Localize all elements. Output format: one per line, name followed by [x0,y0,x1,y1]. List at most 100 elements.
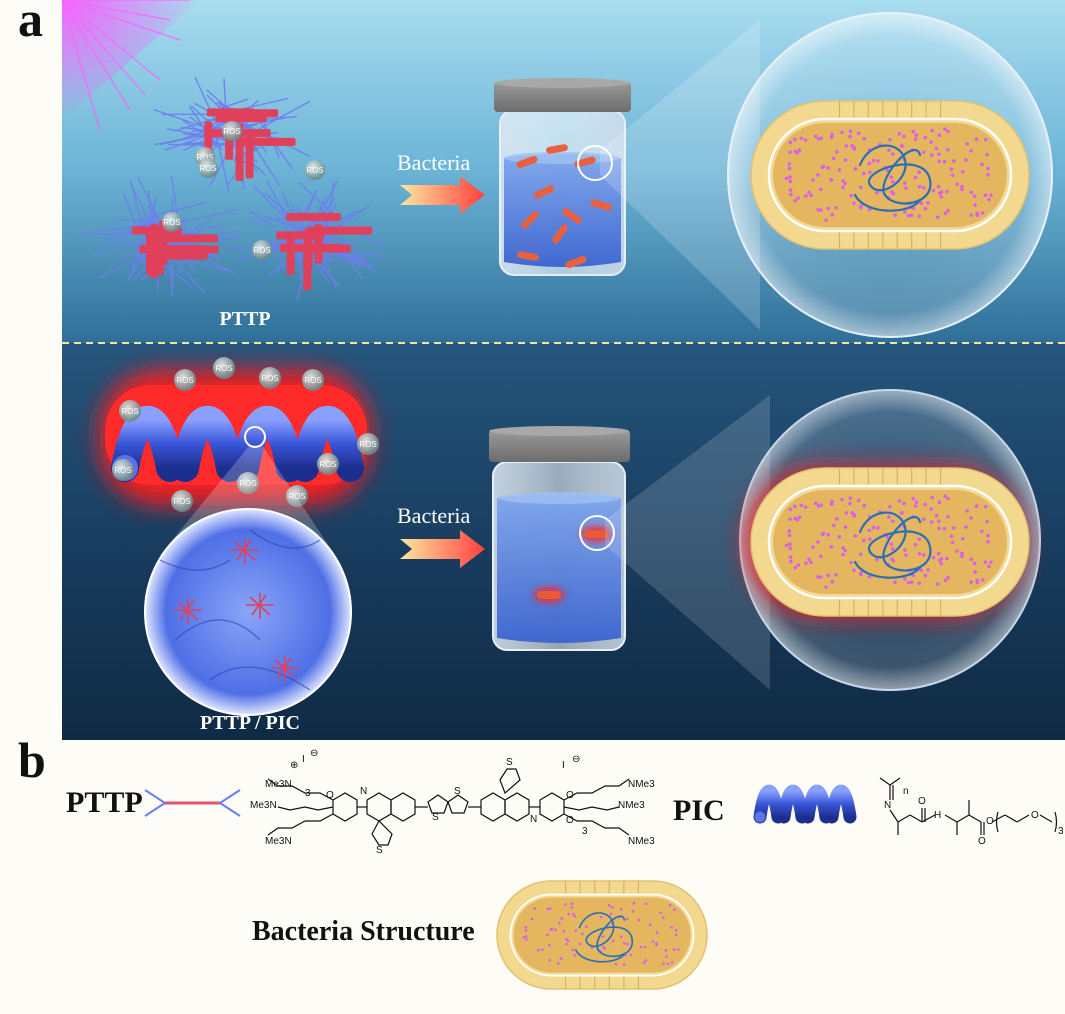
chem-s-1: S [376,845,383,856]
ros-label: ROS [261,374,278,383]
top-arrow [400,176,485,214]
ros-particle [305,160,325,180]
pic-chem-sub-n: n [903,786,909,797]
bacterium-legend [496,880,708,990]
bacterium-bottom-large [750,467,1030,617]
bottom-arrow [400,530,485,568]
pttp-legend-glyph [144,789,241,817]
bacterium-small [574,156,596,168]
ros-particle [302,369,324,391]
ros-particle [286,485,308,507]
helix-turn [777,784,809,824]
ros-particle [112,459,134,481]
top-jar [494,78,631,276]
bacterium-small [516,155,538,169]
ros-particle [213,357,235,379]
ros-label: ROS [288,492,305,501]
ros-particle [357,433,379,455]
ros-label: ROS [223,127,240,136]
pttp-mini [231,538,259,564]
helix-turn [753,784,785,824]
helix-turn [171,405,244,482]
chem-o-2: O [566,790,574,801]
pttp-caption: PTTP [219,308,271,330]
bottom-jar [489,426,630,651]
ros-particle [259,367,281,389]
chem-n-1: N [360,786,368,797]
panel-label-a: a [18,0,43,47]
bottom-bacteria-label: Bacteria [397,503,471,528]
chem-s-4: S [506,757,513,768]
helix-turn [111,405,184,482]
pttp-chemical-structure [267,768,630,846]
chem-me3n-top: Me3N [265,779,292,790]
legend-pic-label: PIC [673,794,725,827]
ros-label: ROS [121,407,138,416]
ros-label: ROS [215,364,232,373]
pic-chem-n: N [884,800,892,811]
ros-particle [171,490,193,512]
chem-o-1: O [326,790,334,801]
bacteria-in-bottom-jar [534,527,611,602]
ros-particle [119,400,141,422]
chem-nme3-bot: NMe3 [628,836,655,847]
bacterium-small [521,211,539,229]
chem-nme3-mid: NMe3 [618,800,645,811]
ros-label: ROS [199,164,216,173]
bacterium-small [533,185,555,199]
ros-label: ROS [253,246,270,255]
top-bacteria-label: Bacteria [397,150,471,175]
chem-i-2: I [562,760,565,771]
pic-chem-o-4: O [1031,810,1039,821]
ros-label: ROS [359,440,376,449]
pic-zoom [144,445,352,716]
pic-legend-glyph [753,784,857,824]
panel-label-b: b [18,732,46,788]
chem-me3n-bot: Me3N [265,836,292,847]
pttp-mini [174,598,202,624]
chem-n-2: N [530,814,538,825]
chem-i-1: I [302,754,305,765]
ros-particle [317,453,339,475]
chem-me3n-mid: Me3N [250,800,277,811]
pttp-mini [246,593,274,619]
ros-particle [237,472,259,494]
ros-particle [198,158,218,178]
ros-label: ROS [304,376,321,385]
ros-label: ROS [196,153,213,162]
pic-chem-sub3: 3 [1058,826,1064,837]
pic-chem-h: H [934,810,942,821]
bacterium-small [565,255,587,269]
chem-nme3-top: NMe3 [628,779,655,790]
chem-minus-1: ⊖ [310,748,319,759]
bacterium-small [562,208,582,224]
legend-bacteria-structure-label: Bacteria Structure [252,916,475,947]
pttp-mini [271,656,299,682]
ros-label: ROS [319,460,336,469]
bacterium-small [590,199,612,211]
pic-chem-o-2: O [978,836,986,847]
chem-o-3: O [566,815,574,826]
bacterium-small [517,251,539,261]
ros-label: ROS [163,218,180,227]
pttp-pic-caption: PTTP / PIC [199,712,300,734]
helix-turn [231,405,304,482]
light-rays [61,0,200,131]
ros-particle [222,121,242,141]
bacteria-in-top-jar [516,144,612,269]
chem-s-3: S [454,786,461,797]
ros-label: ROS [176,376,193,385]
legend-pttp-label: PTTP [66,786,143,819]
ros-particle [252,240,272,260]
pic-chem-o-3: O [986,816,994,827]
ros-label: ROS [173,497,190,506]
ros-particle [174,369,196,391]
helix-turn [801,784,833,824]
ros-particle [162,212,182,232]
pttp-in-pic-zoom [174,538,299,682]
helix-turn [291,405,364,482]
helix-turn [825,784,857,824]
